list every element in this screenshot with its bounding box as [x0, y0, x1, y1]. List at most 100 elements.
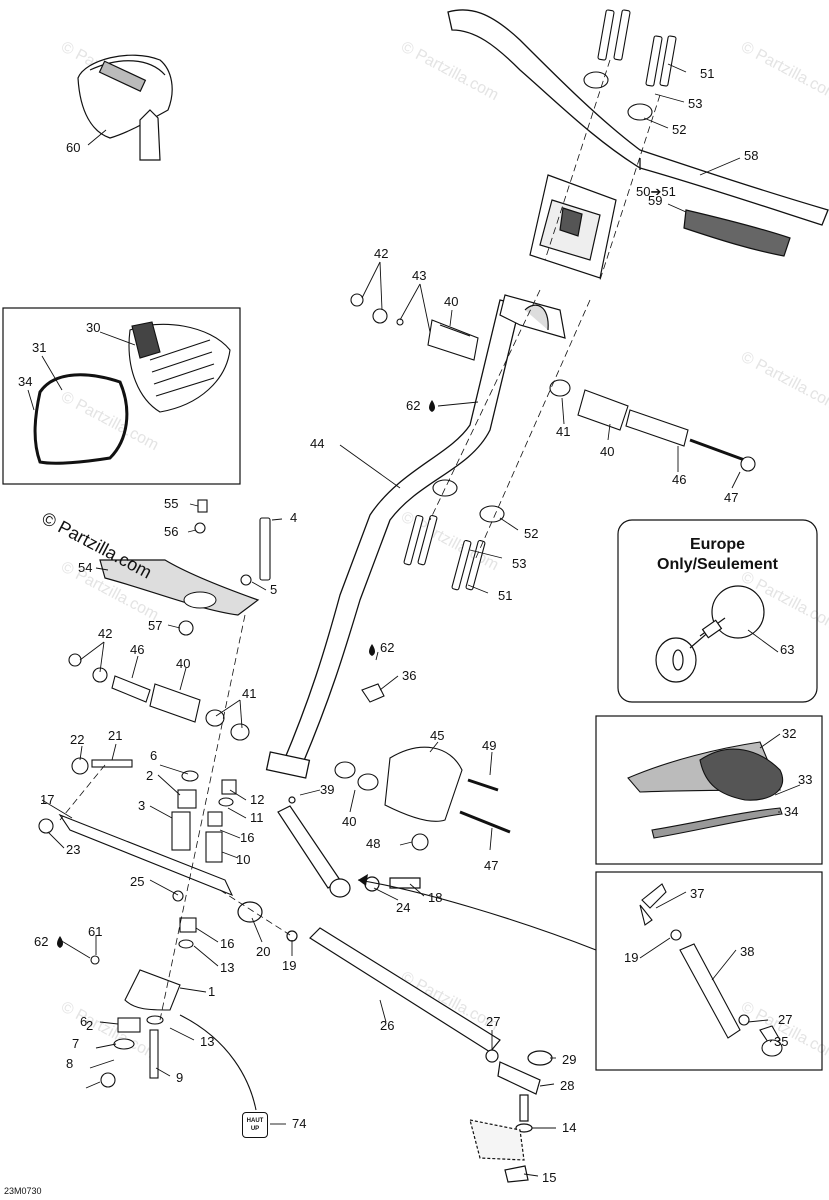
callout-14: 14: [562, 1120, 576, 1135]
callout-labels: 5153525850➔51596042434030313462414046474…: [18, 66, 812, 1185]
callout-8: 8: [66, 1056, 73, 1071]
inset-box-tie-rod: [595, 871, 823, 1071]
callout-62: 62: [34, 934, 48, 949]
callout-41: 41: [556, 424, 570, 439]
inset-box-grip-heater: [2, 307, 241, 485]
column-support: [334, 683, 511, 851]
haut-pointer: [179, 1014, 257, 1111]
callout-60: 60: [66, 140, 80, 155]
callout-48: 48: [366, 836, 380, 851]
watermark-text: © Partzilla.com: [738, 999, 829, 1065]
callout-56: 56: [164, 524, 178, 539]
callout-61: 61: [88, 924, 102, 939]
inset-box-boot: [595, 715, 823, 865]
callout-49: 49: [482, 738, 496, 753]
watermark-text: © Partzilla.com: [398, 39, 501, 105]
europe-box-title-line1: Europe: [689, 536, 746, 553]
horn: [655, 585, 765, 683]
callout-47: 47: [724, 490, 738, 505]
callout-11: 11: [250, 810, 264, 825]
callout-31: 31: [32, 340, 46, 355]
riser-clamp: [529, 174, 617, 279]
callout-28: 28: [560, 1078, 574, 1093]
callout-40: 40: [342, 814, 356, 829]
callout-51: 51: [498, 588, 512, 603]
callout-27: 27: [778, 1012, 792, 1027]
callout-24: 24: [396, 900, 410, 915]
tie-rod: [237, 901, 553, 1183]
callout-34: 34: [18, 374, 32, 389]
callout-2: 2: [146, 768, 153, 783]
callout-30: 30: [86, 320, 100, 335]
heater-boot: [33, 321, 231, 465]
haut-label-line1: HAUT: [246, 1118, 264, 1124]
callout-62: 62: [380, 640, 394, 655]
callout-6: 6: [80, 1014, 87, 1029]
callout-26: 26: [380, 1018, 394, 1033]
callout-46: 46: [130, 642, 144, 657]
oil-drop-icon: [369, 644, 375, 656]
callout-23: 23: [66, 842, 80, 857]
callout-17: 17: [40, 792, 54, 807]
callout-34: 34: [784, 804, 798, 819]
callout-15: 15: [542, 1170, 556, 1185]
europe-box-title-line2: Only/Seulement: [657, 556, 778, 573]
reference-arrowhead: [358, 874, 368, 886]
callout-4: 4: [290, 510, 297, 525]
callout-58: 58: [744, 148, 758, 163]
reference-arrow: [357, 879, 597, 951]
grip: [683, 209, 791, 257]
alignment-lines: [59, 59, 661, 1021]
callout-19: 19: [282, 958, 296, 973]
callout-42: 42: [98, 626, 112, 641]
watermark-text: © Partzilla.com: [738, 349, 829, 415]
callout-36: 36: [402, 668, 416, 683]
callout-51: 51: [700, 66, 714, 81]
callout-39: 39: [320, 782, 334, 797]
callout-45: 45: [430, 728, 444, 743]
callout-42: 42: [374, 246, 388, 261]
callout-74: 74: [292, 1116, 306, 1131]
callout-3: 3: [138, 798, 145, 813]
inset-box-europe-horn: [617, 519, 818, 703]
hand-guard: [77, 54, 173, 161]
callout-43: 43: [412, 268, 426, 283]
callout-1: 1: [208, 984, 215, 999]
europe-box-title: Europe Only/Seulement: [618, 535, 817, 575]
leader-lines: [27, 63, 801, 1177]
callout-13: 13: [220, 960, 234, 975]
callout-20: 20: [256, 944, 270, 959]
callout-47: 47: [484, 858, 498, 873]
callout-53: 53: [688, 96, 702, 111]
callout-59: 59: [648, 193, 662, 208]
callout-52: 52: [672, 122, 686, 137]
callout-2: 2: [86, 1018, 93, 1033]
callout-9: 9: [176, 1070, 183, 1085]
callout-12: 12: [250, 792, 264, 807]
callout-5: 5: [270, 582, 277, 597]
mounting-plate: [99, 559, 260, 616]
callout-33: 33: [798, 772, 812, 787]
callout-54: 54: [78, 560, 92, 575]
callout-63: 63: [780, 642, 794, 657]
lower-linkage: [68, 653, 250, 741]
watermark-text: © Partzilla.com: [738, 39, 829, 105]
callout-40: 40: [176, 656, 190, 671]
handlebar: [447, 9, 829, 226]
callout-35: 35: [774, 1034, 788, 1049]
callout-13: 13: [200, 1034, 214, 1049]
callout-29: 29: [562, 1052, 576, 1067]
oil-drop-icon: [429, 400, 435, 412]
callout-44: 44: [310, 436, 324, 451]
callout-25: 25: [130, 874, 144, 889]
callout-38: 38: [740, 944, 754, 959]
callout-16: 16: [220, 936, 234, 951]
diagram-id: 23M0730: [4, 1186, 42, 1196]
haut-up-label: HAUT UP: [242, 1112, 268, 1138]
steering-column: [265, 299, 521, 779]
callout-55: 55: [164, 496, 178, 511]
callout-32: 32: [782, 726, 796, 741]
rubber-boot: [627, 741, 784, 839]
callout-6: 6: [150, 748, 157, 763]
